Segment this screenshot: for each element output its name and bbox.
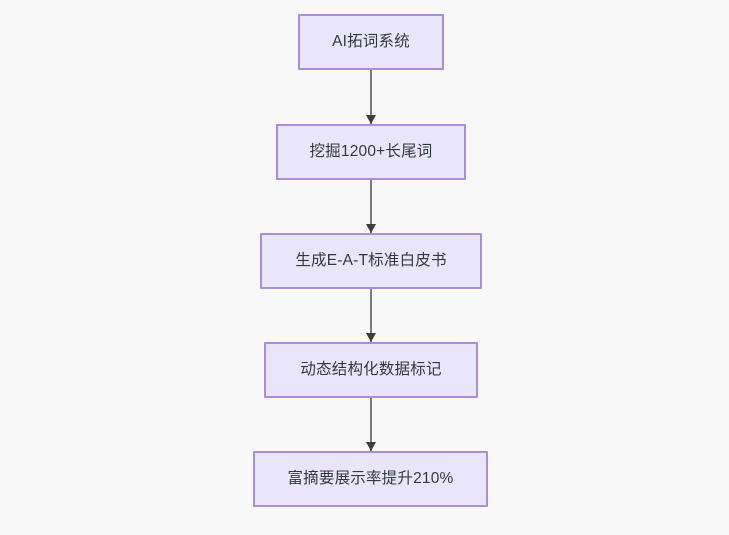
flow-node-ai-keyword-system[interactable]: AI拓词系统 [298, 14, 444, 70]
arrowhead-icon [366, 442, 376, 451]
flow-node-rich-snippet-impression-lift[interactable]: 富摘要展示率提升210% [253, 451, 488, 507]
flow-node-generate-eat-whitepaper[interactable]: 生成E-A-T标准白皮书 [260, 233, 482, 289]
flow-node-label: 挖掘1200+长尾词 [309, 143, 433, 161]
flow-node-mine-longtail-keywords[interactable]: 挖掘1200+长尾词 [276, 124, 466, 180]
edge-line [370, 180, 372, 233]
flow-node-label: AI拓词系统 [332, 33, 410, 51]
edge-line [370, 70, 372, 124]
flow-edge-3 [366, 289, 376, 342]
flow-node-label: 动态结构化数据标记 [300, 361, 442, 379]
edge-line [370, 398, 372, 451]
arrowhead-icon [366, 333, 376, 342]
flow-edge-2 [366, 180, 376, 233]
flow-edge-4 [366, 398, 376, 451]
flow-node-label: 生成E-A-T标准白皮书 [295, 252, 447, 270]
flow-node-dynamic-structured-data-markup[interactable]: 动态结构化数据标记 [264, 342, 478, 398]
flow-node-label: 富摘要展示率提升210% [287, 470, 454, 488]
arrowhead-icon [366, 224, 376, 233]
arrowhead-icon [366, 115, 376, 124]
edge-line [370, 289, 372, 342]
flow-edge-1 [366, 70, 376, 124]
